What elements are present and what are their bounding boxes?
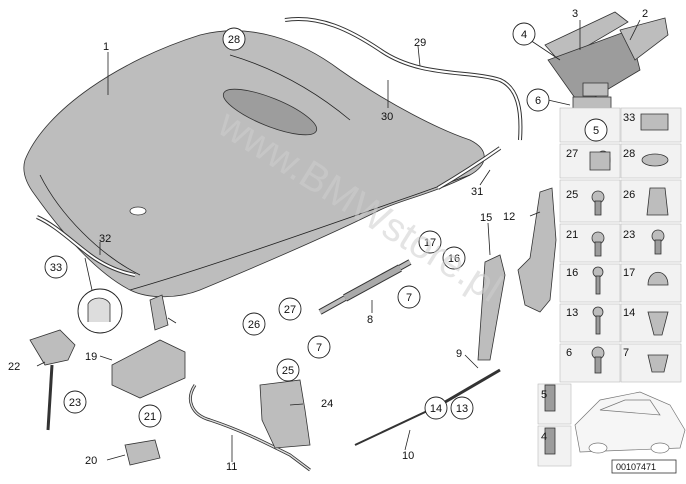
label-catch-circle: 21 — [144, 411, 156, 423]
label-hinge-bolt-4: 4 — [521, 29, 527, 41]
label-strut-bolt: 26 — [248, 319, 260, 331]
circle-strut-bolt — [242, 312, 266, 336]
circle-strut-nut — [278, 297, 302, 321]
label-hinge-nut: 5 — [593, 125, 599, 137]
reference-number: 00107471 — [616, 462, 656, 472]
support-bracket — [517, 187, 557, 313]
leader-lines — [36, 19, 641, 462]
circle-lever-17 — [418, 230, 442, 254]
label-gasket-front: 30 — [381, 111, 393, 123]
handle — [149, 294, 169, 331]
label-lever-17: 17 — [424, 237, 436, 249]
label-badge: 28 — [228, 34, 240, 46]
label-clip: 20 — [85, 455, 97, 467]
seal-left-inner — [36, 216, 136, 276]
circle-striker — [63, 390, 87, 414]
grid-label-7: 7 — [623, 347, 629, 359]
lever — [477, 254, 506, 361]
catch — [111, 339, 186, 399]
grid-label-6: 6 — [566, 347, 572, 359]
grid-label-21: 21 — [566, 229, 578, 241]
label-lever: 15 — [480, 212, 492, 224]
circle-hinge-6 — [526, 88, 550, 112]
hood — [23, 30, 485, 298]
label-hinge-6: 6 — [535, 95, 541, 107]
car-thumbnail — [574, 391, 686, 454]
grid-label-4: 4 — [541, 431, 547, 443]
label-rod: 9 — [456, 348, 462, 360]
circle-rod-13 — [450, 396, 474, 420]
clip — [124, 439, 161, 466]
label-catch: 19 — [85, 351, 97, 363]
grid-label-25: 25 — [566, 189, 578, 201]
circle-hinge-bolt — [512, 22, 536, 46]
label-rod-13: 13 — [456, 403, 468, 415]
circle-lever-16 — [442, 246, 466, 270]
label-seal-left: 32 — [99, 233, 111, 245]
label-striker-circle: 23 — [69, 397, 81, 409]
hinge-assembly — [544, 11, 669, 112]
label-strut-7a: 7 — [406, 292, 412, 304]
label-hinge: 2 — [642, 8, 648, 20]
circle-strut-7b — [307, 335, 331, 359]
circle-badge — [222, 27, 246, 51]
label-strut-7b: 7 — [316, 342, 322, 354]
parts-grid — [537, 107, 682, 467]
striker — [29, 329, 76, 366]
label-lock-circle: 25 — [282, 365, 294, 377]
label-strut: 8 — [367, 314, 373, 326]
label-lever-16: 16 — [448, 253, 460, 265]
label-striker: 22 — [8, 361, 20, 373]
grid-label-28: 28 — [623, 148, 635, 160]
seal-detail — [87, 297, 111, 322]
circle-seal — [44, 255, 68, 279]
label-rod-14: 14 — [430, 403, 442, 415]
circle-lock — [276, 358, 300, 382]
label-hinge-bracket: 3 — [572, 8, 578, 20]
gasket-side-inner — [437, 147, 501, 189]
circle-rod-14 — [424, 396, 448, 420]
reference-box — [611, 459, 677, 474]
grid-label-16: 16 — [566, 267, 578, 279]
label-bowden: 11 — [226, 461, 237, 473]
label-lock: 24 — [321, 398, 333, 410]
label-strut-nut: 27 — [284, 304, 296, 316]
label-gasket-side: 31 — [471, 186, 483, 198]
grid-label-26: 26 — [623, 189, 635, 201]
grid-label-17: 17 — [623, 267, 635, 279]
label-gasket-top: 29 — [414, 37, 426, 49]
lock — [259, 379, 311, 449]
label-hood: 1 — [103, 41, 109, 53]
grid-label-13: 13 — [566, 307, 578, 319]
circle-strut-7a — [397, 285, 421, 309]
grid-label-33: 33 — [623, 112, 635, 124]
circle-hinge-nut — [584, 118, 608, 142]
circle-catch — [138, 404, 162, 428]
rod — [439, 368, 501, 407]
grid-label-5: 5 — [541, 389, 547, 401]
label-cable: 10 — [402, 450, 414, 462]
grid-label-14: 14 — [623, 307, 635, 319]
gasket-top-inner — [284, 18, 522, 141]
grid-label-27: 27 — [566, 148, 578, 160]
grid-label-23: 23 — [623, 229, 635, 241]
label-seal-circle: 33 — [50, 262, 62, 274]
label-support-bracket: 12 — [503, 211, 515, 223]
